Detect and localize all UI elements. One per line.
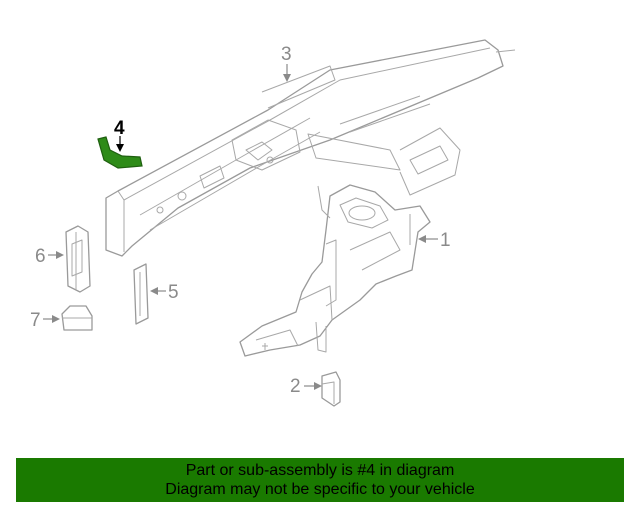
arrowhead-1 (418, 235, 426, 243)
arrowhead-3 (283, 74, 291, 82)
callout-2: 2 (290, 376, 301, 397)
part-5-plate[interactable] (133, 263, 149, 325)
part-2-bracket[interactable] (321, 371, 341, 407)
part-3-frame-rail[interactable] (105, 39, 516, 257)
arrowhead-4 (116, 144, 124, 152)
part-4-reinforcement[interactable] (97, 136, 143, 169)
callout-3: 3 (281, 44, 292, 65)
callout-4: 4 (114, 118, 125, 139)
banner-line-2: Diagram may not be specific to your vehi… (165, 481, 475, 498)
info-banner: Part or sub-assembly is #4 in diagram Di… (16, 458, 624, 502)
part-6-end-cap[interactable] (65, 225, 91, 293)
part-1-apron[interactable] (239, 184, 431, 357)
callout-5: 5 (168, 282, 179, 303)
arrowhead-2 (314, 382, 322, 390)
banner-line-1: Part or sub-assembly is #4 in diagram (185, 462, 455, 479)
arrowhead-5 (150, 287, 158, 295)
arrowhead-7 (52, 315, 60, 323)
callout-7: 7 (30, 310, 41, 331)
parts-diagram: 1 2 3 4 5 6 7 (30, 39, 516, 407)
callout-1: 1 (440, 230, 451, 251)
part-7-block[interactable] (61, 305, 93, 331)
callout-6: 6 (35, 246, 46, 267)
arrowhead-6 (56, 251, 64, 259)
